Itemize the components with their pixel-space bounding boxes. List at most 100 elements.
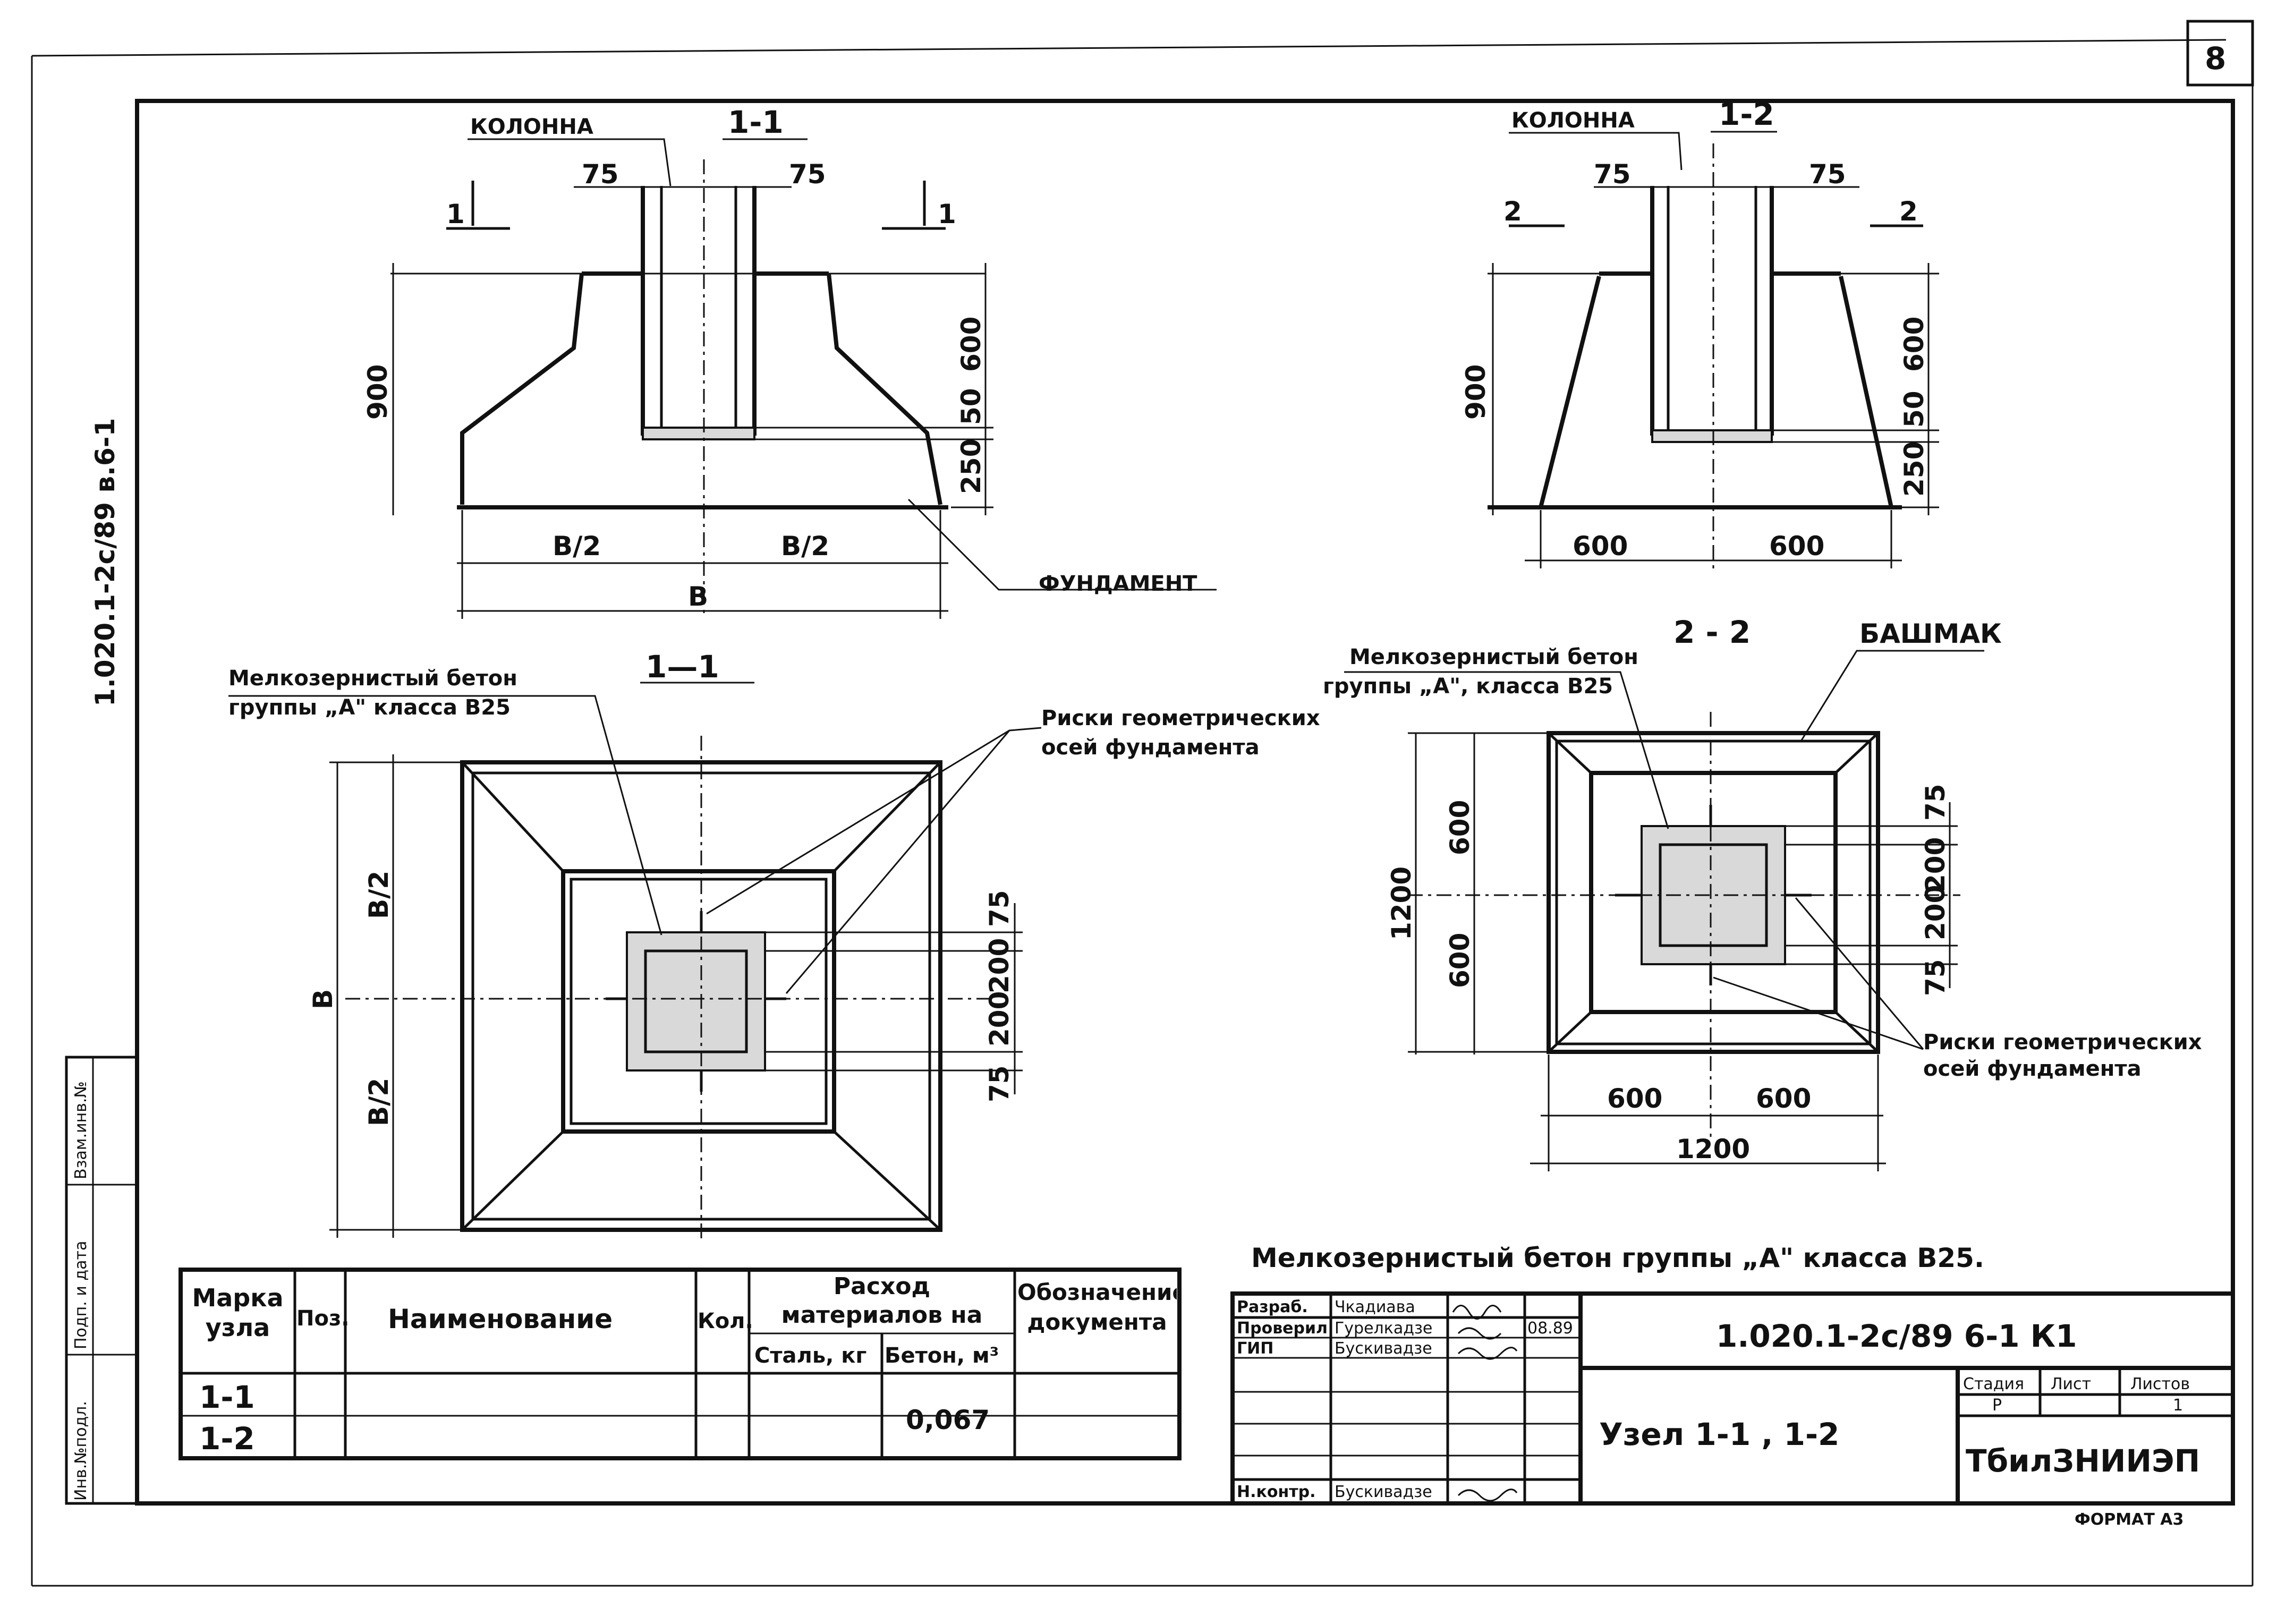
section-1-1-dim-600: 600: [956, 317, 987, 372]
row-2-mark: 1-2: [199, 1421, 255, 1457]
section-1-1-dim-250: 250: [956, 439, 987, 494]
section-1-2-dim-50: 50: [1899, 390, 1930, 428]
plan-2-2-dim-75-bottom: 75: [1920, 959, 1951, 996]
section-1-2-dim-900: 900: [1460, 364, 1491, 420]
tb-date-2: 08.89: [1527, 1319, 1573, 1338]
sheet-format: ФОРМАТ А3: [2075, 1510, 2183, 1529]
section-1-1-title: 1-1: [728, 104, 784, 140]
tb-code: 1.020.1-2с/89 6-1 К1: [1716, 1318, 2077, 1354]
plan-2-2-dim-75-top: 75: [1920, 784, 1951, 821]
tb-role-1: Разраб.: [1237, 1298, 1308, 1316]
tb-stage-header: Стадия: [1963, 1375, 2024, 1393]
plan-1-1-concrete-label-1: Мелкозернистый бетон: [228, 666, 517, 691]
row-1-concrete: 0,067: [906, 1405, 990, 1435]
section-1-2-dim-75-left: 75: [1594, 159, 1631, 190]
tb-sheets-header: Листов: [2130, 1375, 2190, 1393]
table-row: 1-2: [199, 1421, 255, 1457]
section-1-1-dim-b: В: [688, 581, 708, 612]
tb-stage: Р: [1992, 1396, 2002, 1415]
plan-2-2-dim-200-top: 200: [1920, 837, 1951, 892]
plan-1-1-dim-75-top: 75: [984, 890, 1015, 927]
header-name: Наименование: [388, 1304, 613, 1334]
plan-2-2-concrete-label-1: Мелкозернистый бетон: [1349, 645, 1638, 669]
row-1-mark: 1-1: [199, 1379, 255, 1415]
plan-1-1-dim-200-bottom: 200: [984, 991, 1015, 1047]
section-1-1-dim-75-right: 75: [789, 159, 826, 190]
plan-2-2-title: 2 - 2: [1673, 614, 1751, 650]
plan-1-1-dim-b: В: [308, 989, 338, 1009]
side-stamp-podp: Подп. и дата: [72, 1241, 90, 1349]
plan-2-2-axes-label-2: осей фундамента: [1923, 1057, 2142, 1081]
tb-sheets: 1: [2173, 1396, 2183, 1415]
plan-2-2-dim-600-bottom: 600: [1445, 933, 1475, 988]
plan-1-1-drawing: [228, 695, 1042, 1243]
sheet-frame: [31, 20, 2254, 1587]
tb-name-4: Бускивадзе: [1335, 1483, 1432, 1501]
plan-2-2-dim-1200-h: 1200: [1676, 1134, 1750, 1164]
plan-2-2-axes-label-1: Риски геометрических: [1923, 1030, 2202, 1055]
header-designation: Обозначение документа: [1017, 1279, 1177, 1335]
section-1-2-dim-bottom-left: 600: [1573, 531, 1628, 562]
section-1-2-dim-bottom-right: 600: [1769, 531, 1824, 562]
side-stamp: Взам.инв.№ Подп. и дата Инв.№подл.: [65, 1056, 139, 1505]
section-1-1-drawing: [390, 138, 1217, 619]
tb-role-3: ГИП: [1237, 1339, 1273, 1358]
plan-2-2-concrete-label-2: группы „А", класса В25: [1323, 674, 1613, 699]
section-1-1-foundation-label: ФУНДАМЕНТ: [1039, 572, 1197, 596]
plan-1-1-concrete-label-2: группы „А" класса В25: [228, 695, 511, 720]
header-consumption: Расход материалов на узел: [781, 1273, 983, 1332]
section-1-1-dim-75-left: 75: [582, 159, 619, 190]
plan-2-2-dim-600-left: 600: [1607, 1083, 1662, 1114]
section-1-1-dim-50: 50: [956, 388, 987, 425]
tb-role-2: Проверил: [1237, 1319, 1328, 1338]
plan-1-1-dim-b-half-bottom: В/2: [363, 1078, 394, 1126]
plan-2-2-dim-200-bottom: 200: [1920, 885, 1951, 940]
section-1-1-dim-b-half-right: В/2: [781, 531, 829, 562]
header-mark: Марка узла: [192, 1283, 284, 1342]
header-steel: Сталь, кг: [754, 1344, 866, 1368]
tb-name-3: Бускивадзе: [1335, 1339, 1432, 1358]
page-number: 8: [2205, 40, 2226, 76]
section-1-2-drawing: [1488, 132, 1939, 571]
tb-name-1: Чкадиава: [1335, 1298, 1415, 1316]
section-1-2-column-label: КОЛОННА: [1511, 108, 1635, 133]
plan-1-1-dim-75-bottom: 75: [984, 1065, 1015, 1102]
side-stamp-inv: Инв.№подл.: [72, 1401, 90, 1501]
spec-table: [179, 1268, 1182, 1460]
tb-role-4: Н.контр.: [1237, 1483, 1315, 1501]
plan-2-2-dim-1200-v: 1200: [1386, 866, 1417, 940]
header-qty: Кол.: [698, 1309, 753, 1333]
plan-2-2-drawing: [1344, 650, 1984, 1171]
section-1-1-dim-900: 900: [362, 364, 393, 420]
section-1-1-cut-left: 1: [446, 199, 465, 229]
side-stamp-vzam: Взам.инв.№: [72, 1081, 90, 1179]
tb-name-2: Гурелкадзе: [1335, 1319, 1432, 1338]
plan-1-1-dim-200-top: 200: [984, 938, 1015, 993]
tb-org: ТбилЗНИИЭП: [1966, 1443, 2200, 1479]
section-1-2-cut-left: 2: [1503, 196, 1522, 227]
plan-1-1-axes-label-2: осей фундамента: [1041, 735, 1260, 760]
plan-2-2-dim-600-right: 600: [1756, 1083, 1811, 1114]
title-block: [1230, 1291, 2235, 1506]
plan-1-1-title: 1—1: [645, 649, 719, 685]
side-code: 1.020.1-2с/89 в.6-1: [90, 418, 121, 707]
section-1-2-dim-600: 600: [1899, 317, 1930, 372]
section-1-1-dim-b-half-left: В/2: [553, 531, 601, 562]
plan-2-2-dim-600-top: 600: [1445, 800, 1475, 855]
plan-2-2-shoe-label: БАШМАК: [1859, 618, 2002, 649]
table-row: 1-1 0,067: [199, 1379, 990, 1435]
section-1-2-title: 1-2: [1719, 96, 1774, 132]
header-pos: Поз.: [296, 1306, 349, 1331]
section-1-1-column-label: КОЛОННА: [470, 115, 593, 139]
plan-1-1-dim-b-half-top: В/2: [363, 871, 394, 919]
section-1-2-dim-75-right: 75: [1809, 159, 1846, 190]
plan-1-1-axes-label-1: Риски геометрических: [1041, 706, 1320, 730]
tb-sheet-header: Лист: [2051, 1375, 2091, 1393]
section-1-2-dim-250: 250: [1899, 441, 1930, 497]
concrete-note: Мелкозернистый бетон группы „А" класса В…: [1251, 1243, 1984, 1273]
section-1-2-cut-right: 2: [1899, 196, 1918, 227]
signature-marks: [1452, 1305, 1518, 1502]
tb-title: Узел 1-1 , 1-2: [1599, 1416, 1839, 1452]
header-concrete: Бетон, м³: [885, 1344, 999, 1368]
section-1-1-cut-right: 1: [938, 199, 956, 229]
